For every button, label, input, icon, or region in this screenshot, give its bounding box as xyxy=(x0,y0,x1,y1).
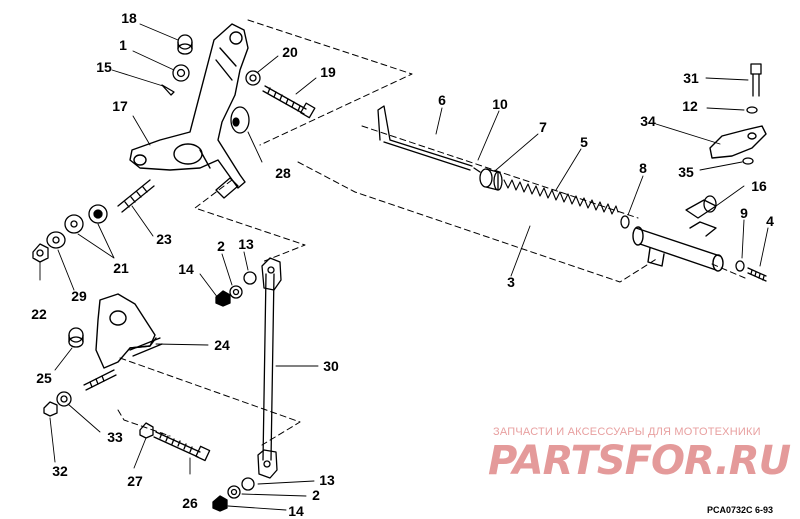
washer-13a xyxy=(243,271,257,285)
callout-10: 10 xyxy=(492,96,508,112)
watermark-tagline: ЗАПЧАСТИ И АКСЕССУАРЫ ДЛЯ МОТОТЕХНИКИ xyxy=(493,426,761,438)
nut-9 xyxy=(735,260,745,272)
clip-10 xyxy=(473,167,481,173)
callout-33: 33 xyxy=(107,429,123,445)
callout-13-upper: 13 xyxy=(238,236,254,252)
callout-2-upper: 2 xyxy=(217,238,225,254)
callout-21: 21 xyxy=(113,260,129,276)
washer-2b xyxy=(227,485,241,499)
bracket-34 xyxy=(709,125,767,159)
callout-2-lower: 2 xyxy=(312,487,320,503)
callout-18: 18 xyxy=(121,10,137,26)
washer-2a xyxy=(229,285,243,299)
wire-rod-6 xyxy=(377,105,473,171)
nut-20 xyxy=(245,70,261,86)
callout-34: 34 xyxy=(640,113,656,129)
callout-16: 16 xyxy=(751,178,767,194)
callout-28: 28 xyxy=(275,165,291,181)
callout-9: 9 xyxy=(740,205,748,221)
nut-7 xyxy=(479,168,503,191)
bushing-25 xyxy=(68,327,84,348)
callout-22: 22 xyxy=(31,306,47,322)
callout-12: 12 xyxy=(682,98,698,114)
pin-15 xyxy=(161,84,175,96)
callout-8: 8 xyxy=(639,160,647,176)
washer-33 xyxy=(56,391,72,407)
callout-5: 5 xyxy=(580,134,588,150)
nut-22 xyxy=(32,243,49,263)
bolt-19 xyxy=(262,85,316,119)
callout-14-lower: 14 xyxy=(288,503,304,519)
housing-3 xyxy=(632,221,724,272)
spacer-21b xyxy=(64,214,84,234)
callout-31: 31 xyxy=(683,70,699,86)
leader-lines xyxy=(39,23,769,511)
handle-16 xyxy=(685,195,717,219)
callout-27: 27 xyxy=(127,473,143,489)
washer-12 xyxy=(746,106,758,114)
stud-lower xyxy=(83,369,117,391)
dashed-assembly-lines xyxy=(117,19,746,446)
callout-26: 26 xyxy=(182,495,198,511)
nut-27 xyxy=(139,422,154,439)
callout-4: 4 xyxy=(766,213,774,229)
washer-1 xyxy=(172,64,190,82)
spring-5 xyxy=(503,179,619,215)
bolt-31 xyxy=(750,63,762,97)
figure-code: PCA0732C 6-93 xyxy=(707,505,774,515)
nut-14b xyxy=(212,495,228,512)
callout-1: 1 xyxy=(119,37,127,53)
spacer-21a xyxy=(88,204,108,224)
washer-13b xyxy=(241,477,255,491)
callout-6: 6 xyxy=(438,92,446,108)
callout-13-lower: 13 xyxy=(319,472,335,488)
link-rod-30 xyxy=(257,257,282,479)
stud-23 xyxy=(117,177,239,213)
callout-3: 3 xyxy=(507,274,515,290)
callout-30: 30 xyxy=(323,358,339,374)
callout-17: 17 xyxy=(112,98,128,114)
callout-15: 15 xyxy=(96,59,112,75)
callout-35: 35 xyxy=(678,164,694,180)
washer-29 xyxy=(46,231,66,249)
nut-32 xyxy=(43,401,58,417)
callout-19: 19 xyxy=(320,64,336,80)
watermark-logo: PARTSFOR.RU xyxy=(488,438,791,484)
callout-32: 32 xyxy=(52,463,68,479)
washer-8 xyxy=(620,215,630,229)
callout-14-upper: 14 xyxy=(178,261,194,277)
bell-crank-lower xyxy=(95,293,157,369)
nut-14a xyxy=(215,290,231,307)
cap-28 xyxy=(230,106,250,134)
callout-7: 7 xyxy=(539,119,547,135)
stud-24 xyxy=(129,337,163,357)
callout-25: 25 xyxy=(36,370,52,386)
callout-20: 20 xyxy=(282,44,298,60)
bushing-18 xyxy=(177,34,193,55)
washer-35 xyxy=(742,157,754,165)
bolt-26 xyxy=(153,431,211,462)
callout-24: 24 xyxy=(214,337,230,353)
callout-29: 29 xyxy=(71,288,87,304)
screw-4 xyxy=(747,267,767,282)
bell-crank-upper xyxy=(129,23,249,189)
callout-23: 23 xyxy=(156,231,172,247)
